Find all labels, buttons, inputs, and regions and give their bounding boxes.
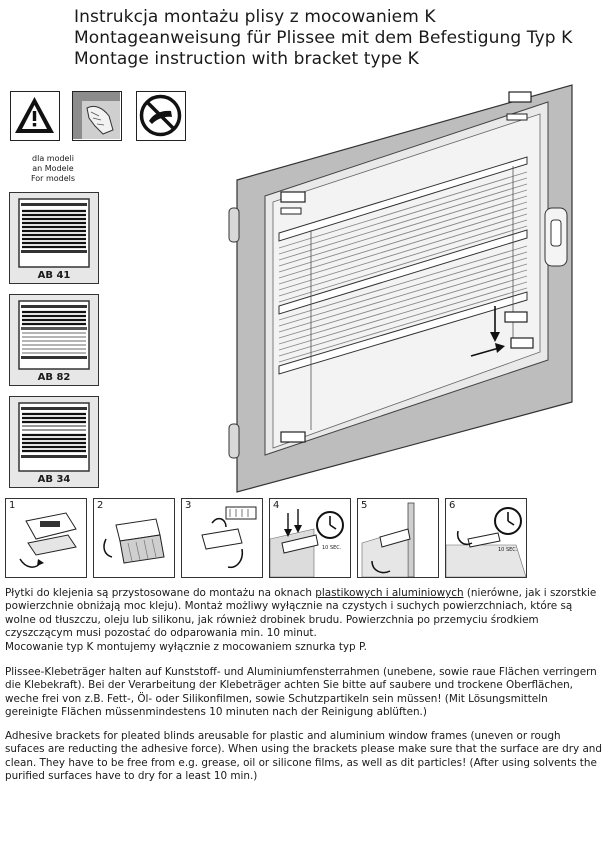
timer-label: 10 SEC. — [498, 547, 518, 553]
polish-note: Mocowanie typ K montujemy wyłącznie z mo… — [5, 640, 367, 653]
model-label: AB 41 — [37, 270, 71, 281]
remove-film-icon — [103, 518, 165, 564]
polish-text-end: (nierówne, jak i szorstkie powierzchnie … — [5, 587, 597, 640]
polish-text-underlined: plastikowych i aluminiowych — [315, 587, 464, 599]
step-number: 5 — [361, 500, 368, 511]
model-ab41-thumbnail: AB 41 — [9, 192, 99, 284]
installation-steps: 1 2 3 4 — [5, 498, 529, 578]
model-label: AB 82 — [37, 372, 71, 383]
model-ab34-thumbnail: AB 34 — [9, 396, 99, 488]
model-label: AB 34 — [37, 474, 71, 485]
press-bracket-icon — [269, 509, 344, 578]
window-with-blind-illustration — [228, 84, 573, 493]
step-4-panel: 4 10 SEC. — [269, 498, 351, 578]
timer-label: 10 SEC. — [322, 545, 342, 551]
step-2-panel: 2 — [93, 498, 175, 578]
step-number: 3 — [185, 500, 192, 511]
step-number: 1 — [9, 500, 16, 511]
warning-icons — [10, 91, 190, 143]
title-block: Instrukcja montażu plisy z mocowaniem K … — [74, 7, 572, 70]
step-6-panel: 6 10 SEC. — [445, 498, 527, 578]
english-paragraph: Adhesive brackets for pleated blinds are… — [5, 730, 602, 783]
models-caption: dla modeli an Modele For models — [30, 154, 76, 184]
step-5-panel: 5 — [357, 498, 439, 578]
german-instructions: Plissee-Klebeträger halten auf Kunststof… — [5, 666, 603, 720]
wait-bracket-icon — [445, 507, 527, 578]
caption-german: an Modele — [32, 164, 74, 173]
peel-bracket-icon — [19, 512, 77, 568]
polish-instructions: Płytki do klejenia są przystosowane do m… — [5, 587, 603, 654]
step-number: 4 — [273, 500, 280, 511]
blind-ab41-icon — [18, 198, 90, 268]
step-1-panel: 1 — [5, 498, 87, 578]
no-grease-icon — [136, 91, 186, 141]
polish-text-start: Płytki do klejenia są przystosowane do m… — [5, 587, 316, 599]
caption-english: For models — [30, 174, 76, 183]
blind-ab82-icon — [18, 300, 90, 370]
step-number: 6 — [449, 500, 456, 511]
title-english: Montage instruction with bracket type K — [74, 49, 419, 69]
polish-paragraph: Płytki do klejenia są przystosowane do m… — [5, 587, 603, 641]
title-german: Montageanweisung für Plissee mit dem Bef… — [74, 28, 573, 48]
warning-triangle-icon — [10, 91, 60, 141]
step-number: 2 — [97, 500, 104, 511]
german-paragraph: Plissee-Klebeträger halten auf Kunststof… — [5, 666, 597, 719]
caption-polish: dla modeli — [32, 154, 74, 163]
title-polish: Instrukcja montażu plisy z mocowaniem K — [74, 7, 436, 27]
blind-ab34-icon — [18, 402, 90, 472]
model-ab82-thumbnail: AB 82 — [9, 294, 99, 386]
hand-cleaning-icon — [72, 91, 122, 141]
step-3-panel: 3 — [181, 498, 263, 578]
mount-to-frame-icon — [361, 502, 415, 578]
english-instructions: Adhesive brackets for pleated blinds are… — [5, 730, 603, 784]
attach-bracket-icon — [201, 506, 257, 569]
